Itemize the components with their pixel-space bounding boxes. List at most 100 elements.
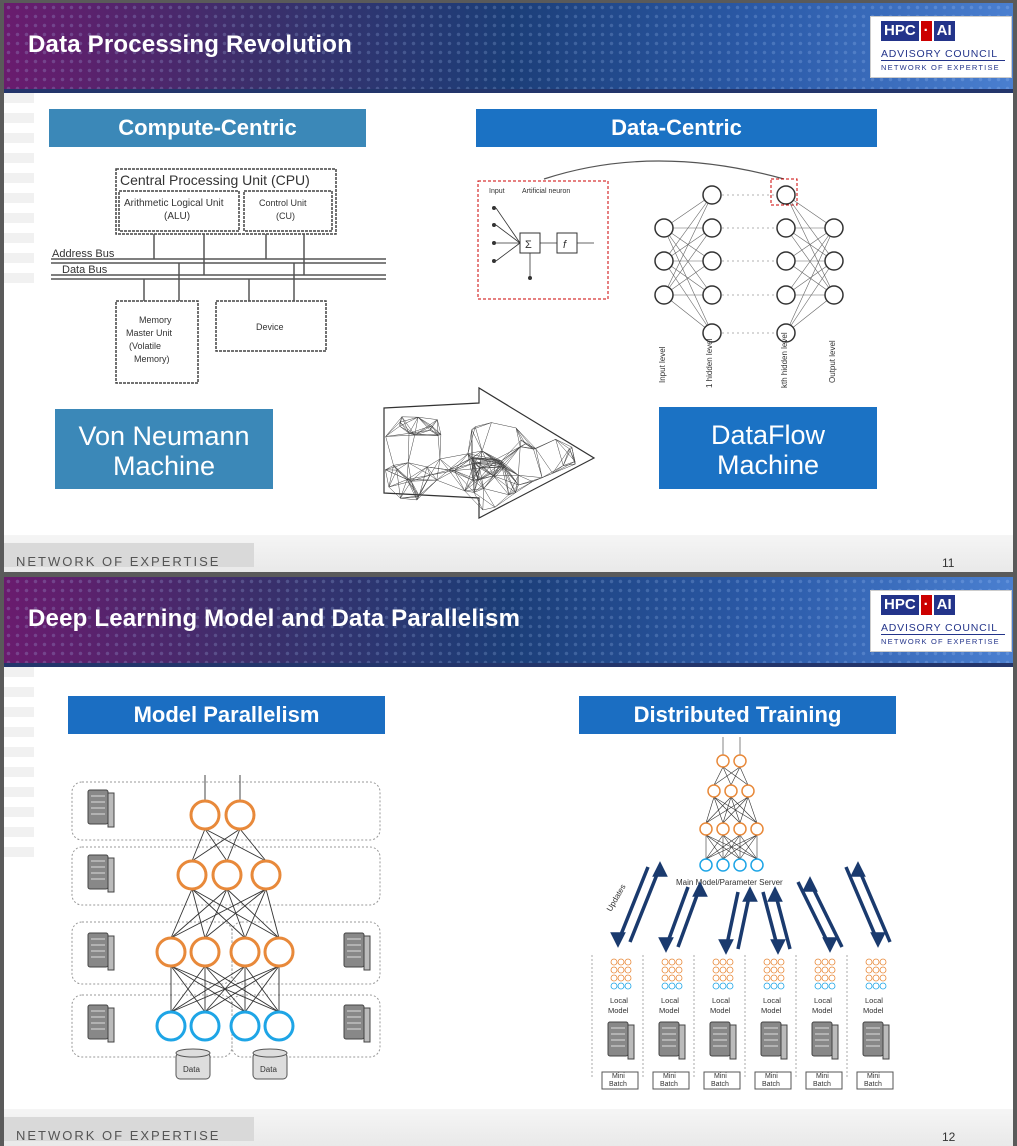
arrow-head (870, 932, 886, 948)
mini-batch-box (601, 1071, 639, 1090)
neuron-node (176, 859, 208, 891)
neuron-node (716, 754, 730, 768)
neuron-node (610, 958, 618, 966)
neuron-node (814, 958, 822, 966)
neuron-node (224, 799, 256, 831)
neuron-node (814, 974, 822, 982)
logo-line1: ADVISORY COUNCIL (881, 48, 998, 60)
server-icon (709, 1021, 737, 1060)
server-icon (87, 854, 115, 893)
slide-title: Deep Learning Model and Data Parallelism (28, 605, 521, 632)
logo-mark: HPC · AI (881, 595, 957, 615)
mini-batch-label: Batch (864, 1081, 882, 1088)
neuron-node (702, 323, 722, 343)
mini-batch-box (805, 1071, 843, 1090)
page-number: 12 (942, 1130, 956, 1144)
neuron-node (668, 982, 676, 990)
arrow-head (692, 881, 708, 897)
neuron-node (865, 958, 873, 966)
update-arrow (628, 866, 662, 943)
neuron-input-label: Input (489, 188, 505, 195)
footer-text: NETWORK OF EXPERTISE (16, 1128, 221, 1143)
neuron-node (821, 982, 829, 990)
neuron-node (668, 958, 676, 966)
mini-batch-label: Batch (660, 1081, 678, 1088)
neuron-node (617, 982, 625, 990)
server-icon (811, 1021, 839, 1060)
layer-label-hiddenk: kth hidden level (780, 332, 789, 388)
server-icon (87, 789, 115, 828)
neuron-node (879, 966, 887, 974)
neuron-node (675, 982, 683, 990)
neuron-node (668, 966, 676, 974)
decorative-strip (4, 667, 34, 867)
neuron-node (617, 974, 625, 982)
neuron-node (821, 966, 829, 974)
server-icon (343, 932, 371, 971)
neuron-node (610, 982, 618, 990)
local-model-label: Local (814, 996, 832, 1005)
neuron-node (716, 858, 730, 872)
update-arrow (664, 886, 690, 948)
logo-line2: NETWORK OF EXPERTISE (881, 637, 1000, 646)
server-icon (343, 1004, 371, 1043)
cu-label: Control Unit (259, 198, 307, 208)
arrow-head (610, 932, 626, 948)
model-parallelism-header: Model Parallelism (68, 696, 385, 734)
neuron-node (770, 958, 778, 966)
logo-mark-hpc: HPC (881, 595, 919, 615)
neuron-node (624, 982, 632, 990)
neuron-node (741, 784, 755, 798)
hpc-ai-logo: HPC · AI ADVISORY COUNCIL NETWORK OF EXP… (870, 16, 1012, 78)
footer-bar (4, 1117, 254, 1141)
logo-mark-ai: AI (933, 21, 955, 41)
neuron-node (776, 285, 796, 305)
neuron-node (733, 822, 747, 836)
cu-abbr: (CU) (276, 211, 295, 221)
neuron-node (879, 982, 887, 990)
logo-mark: HPC · AI (881, 21, 957, 41)
neuron-node (155, 1010, 187, 1042)
neuron-node (879, 958, 887, 966)
neuron-node (776, 185, 796, 205)
neuron-node (229, 1010, 261, 1042)
neuron-node (250, 859, 282, 891)
von-neumann-box: Von Neumann Machine (55, 409, 273, 489)
dataflow-line1: DataFlow (710, 420, 826, 450)
arrow-head (802, 876, 818, 892)
neuron-node (712, 982, 720, 990)
neuron-node (661, 982, 669, 990)
mini-batch-label: Batch (609, 1081, 627, 1088)
local-model-label: Model (812, 1006, 833, 1015)
title-banner (4, 577, 1013, 663)
logo-rule (881, 60, 1005, 61)
mini-batch-box (754, 1071, 792, 1090)
logo-line2: NETWORK OF EXPERTISE (881, 63, 1000, 72)
neuron-node (189, 799, 221, 831)
neuron-node (654, 251, 674, 271)
neuron-node (872, 966, 880, 974)
von-neumann-line2: Machine (112, 451, 216, 481)
slide-11: Data Processing Revolution HPC · AI ADVI… (4, 3, 1013, 572)
neuron-node (770, 974, 778, 982)
arrow-head (652, 861, 668, 877)
neuron-node (702, 251, 722, 271)
neuron-node (624, 958, 632, 966)
logo-mark-ai: AI (933, 595, 955, 615)
update-arrow (808, 881, 844, 948)
local-model-label: Model (608, 1006, 629, 1015)
neuron-node (661, 966, 669, 974)
update-arrow (616, 866, 650, 943)
neuron-node (610, 966, 618, 974)
mini-batch-label: Mini (612, 1073, 625, 1080)
arrow-head (850, 861, 866, 877)
neuron-node (776, 251, 796, 271)
neuron-node (726, 958, 734, 966)
neuron-node (724, 784, 738, 798)
neuron-node (702, 285, 722, 305)
device-label: Device (256, 322, 284, 332)
neuron-node (824, 285, 844, 305)
mini-batch-label: Mini (663, 1073, 676, 1080)
